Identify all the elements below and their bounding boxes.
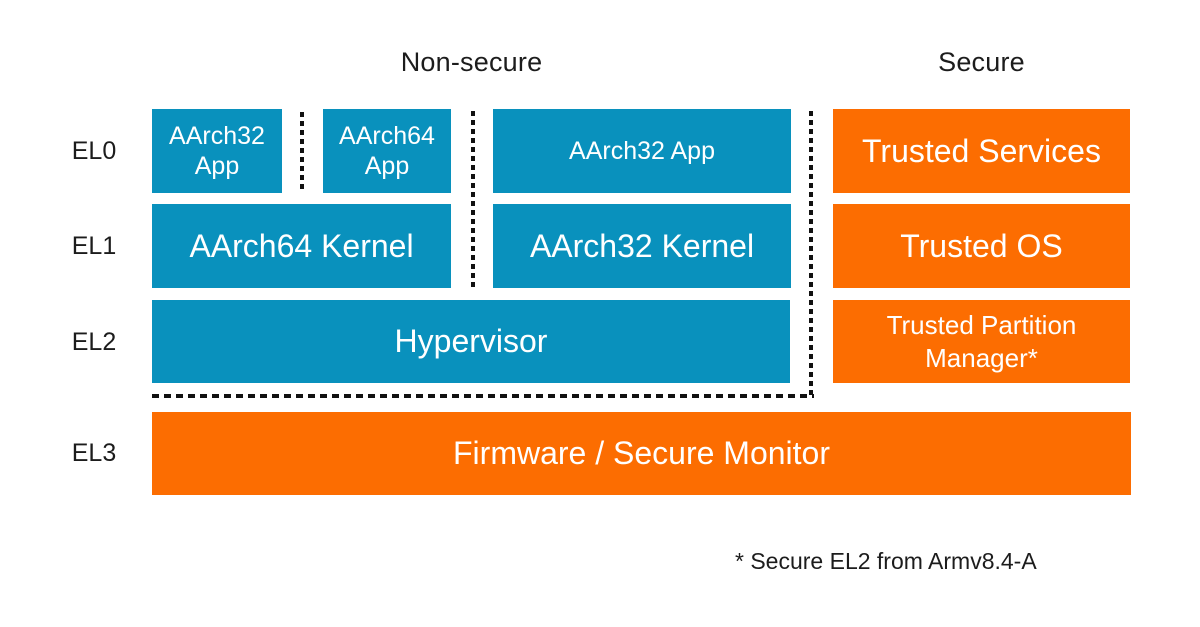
box-el0-trusted-services: Trusted Services [833,109,1130,193]
box-el1-aarch32-kernel: AArch32 Kernel [493,204,791,288]
box-el0-aarch64-app: AArch64 App [323,109,451,193]
el1-label: EL1 [71,232,117,260]
box-el0-aarch32-app-wide: AArch32 App [493,109,791,193]
el0-label: EL0 [71,137,117,165]
footnote: * Secure EL2 from Armv8.4-A [735,548,1037,574]
secure-boundary-horizontal-line [152,394,814,398]
box-el1-trusted-os: Trusted OS [833,204,1130,288]
divider-line-el0-el1-columns [471,111,475,288]
secure-world-title: Secure [938,47,1025,77]
box-el0-aarch32-app: AArch32 App [152,109,282,193]
box-el3-firmware-secure-monitor: Firmware / Secure Monitor [152,412,1131,495]
box-el1-aarch64-kernel: AArch64 Kernel [152,204,451,288]
el3-label: EL3 [71,439,117,467]
non-secure-world-title: Non-secure [400,47,543,77]
box-el2-trusted-partition-manager: Trusted Partition Manager* [833,300,1130,383]
divider-line-el0-apps [300,112,304,193]
box-el2-hypervisor: Hypervisor [152,300,790,383]
el2-label: EL2 [71,328,117,356]
secure-boundary-vertical-line [809,111,813,397]
